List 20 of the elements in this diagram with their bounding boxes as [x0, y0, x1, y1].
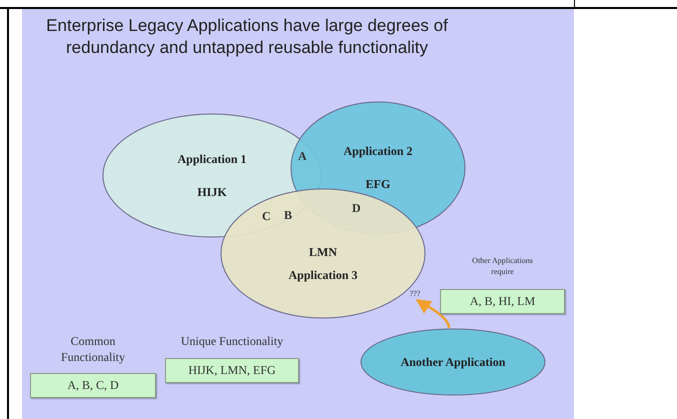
- overlap-label: D: [352, 201, 361, 216]
- ellipse-label: Application 1: [177, 152, 246, 166]
- slide-title: Enterprise Legacy Applications have large degrees of redundancy and untapped reusable functionality: [45, 15, 449, 59]
- overlap-label: A: [298, 149, 307, 164]
- ellipse-label: Application 3: [288, 268, 358, 282]
- arrow: [416, 298, 450, 328]
- unknown-mark: ???: [410, 288, 420, 300]
- ellipse-label: Another Application: [400, 354, 506, 370]
- function-list: A, B, C, D: [30, 373, 156, 398]
- ellipse-label: EFG: [366, 177, 390, 192]
- ellipse-label: LMN: [309, 244, 337, 260]
- ellipse-label: Application 2: [343, 144, 412, 159]
- function-list: A, B, HI, LM: [440, 289, 565, 314]
- function-list: HIJK, LMN, EFG: [165, 358, 299, 383]
- overlap-label: B: [284, 208, 292, 223]
- ellipse-label: HIJK: [197, 184, 227, 200]
- list-heading: Unique Functionality: [180, 334, 284, 350]
- overlap-label: C: [262, 209, 271, 224]
- list-heading: Other Applications require: [471, 255, 534, 277]
- list-heading: Common Functionality: [60, 334, 126, 366]
